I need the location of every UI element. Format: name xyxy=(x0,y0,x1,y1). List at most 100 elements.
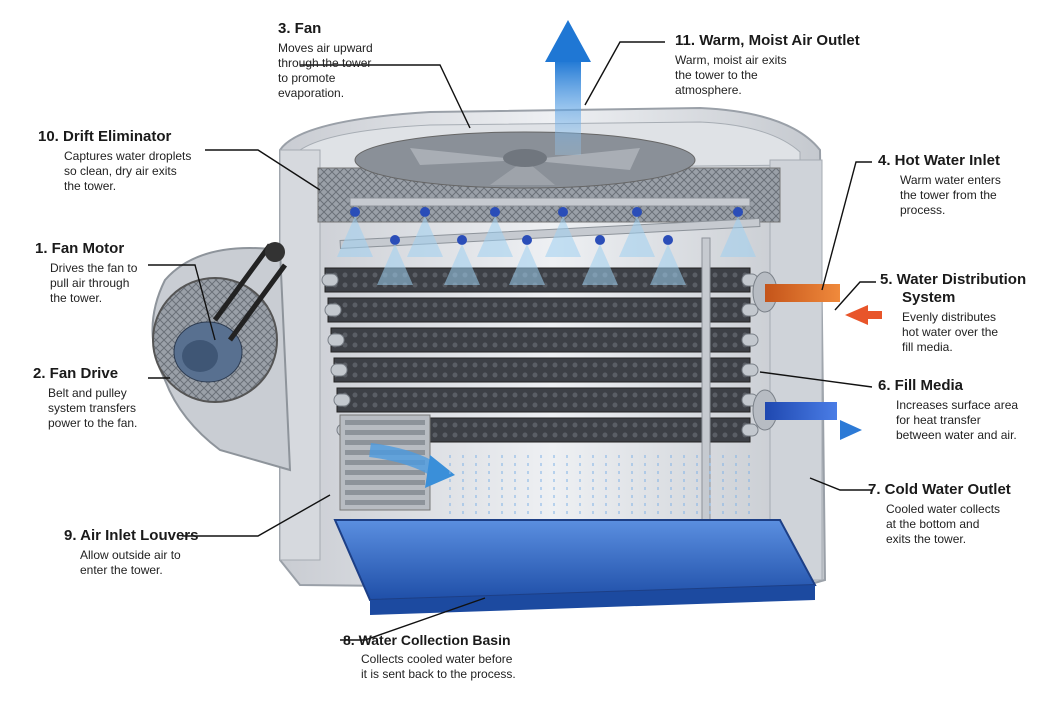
fill-tube-end xyxy=(327,333,345,347)
fill-tube-end xyxy=(321,273,339,287)
spray-nozzle-icon xyxy=(490,207,500,217)
spray-nozzle-icon xyxy=(558,207,568,217)
label-hotinlet-desc: Warm water enters the tower from the pro… xyxy=(878,173,1048,218)
spray-nozzle-icon xyxy=(632,207,642,217)
desc-line: exits the tower. xyxy=(886,532,967,546)
label-cold-water-outlet: 7. Cold Water Outlet Cooled water collec… xyxy=(868,481,1048,547)
water-spray-icon xyxy=(650,244,686,285)
desc-line: Captures water droplets xyxy=(64,149,192,163)
label-fan: 3. Fan Moves air upward through the towe… xyxy=(278,20,418,101)
louver-slat xyxy=(345,440,425,445)
label-air-outlet: 11. Warm, Moist Air Outlet Warm, moist a… xyxy=(675,32,885,98)
label-basin-title: 8. Water Collection Basin xyxy=(343,632,511,648)
label-drive-title: 2. Fan Drive xyxy=(33,365,119,382)
desc-line: process. xyxy=(900,203,946,217)
fill-layer xyxy=(336,387,751,413)
label-louvers-title: 9. Air Inlet Louvers xyxy=(64,527,199,544)
spray-nozzle-icon xyxy=(733,207,743,217)
spray-nozzle-icon xyxy=(420,207,430,217)
desc-line: the tower. xyxy=(64,179,117,193)
water-spray-icon xyxy=(545,216,581,257)
fill-layer xyxy=(330,327,751,353)
label-drift-desc: Captures water droplets so clean, dry ai… xyxy=(38,149,218,194)
water-spray-icon xyxy=(477,216,513,257)
desc-line: at the bottom and xyxy=(886,517,980,531)
water-spray-icon xyxy=(407,216,443,257)
label-air-inlet-louvers: 9. Air Inlet Louvers Allow outside air t… xyxy=(64,527,234,578)
spray-nozzle-icon xyxy=(457,235,467,245)
louver-slat xyxy=(345,420,425,425)
label-water-distribution: 5. Water Distribution System Evenly dist… xyxy=(880,271,1050,355)
desc-line: so clean, dry air exits xyxy=(64,164,177,178)
desc-line: the tower. xyxy=(50,291,103,305)
desc-line: through the tower xyxy=(278,56,372,70)
label-fan-drive: 2. Fan Drive Belt and pulley system tran… xyxy=(33,365,163,431)
label-fan-motor: 1. Fan Motor Drives the fan to pull air … xyxy=(35,240,165,306)
label-basin-desc: Collects cooled water before it is sent … xyxy=(343,652,573,682)
desc-line: fill media. xyxy=(902,340,953,354)
label-water-basin: 8. Water Collection Basin Collects coole… xyxy=(343,631,573,682)
label-coldoutlet-title: 7. Cold Water Outlet xyxy=(868,481,1011,498)
fan-drive-belt xyxy=(212,242,288,342)
air-outlet-arrow-icon xyxy=(545,20,591,155)
label-motor-desc: Drives the fan to pull air through the t… xyxy=(35,261,165,306)
desc-line: system transfers xyxy=(48,401,137,415)
desc-line: it is sent back to the process. xyxy=(361,667,516,681)
desc-line: Warm water enters xyxy=(900,173,1001,187)
leader-lines xyxy=(148,41,876,641)
fill-tube-end xyxy=(333,393,351,407)
spray-nozzle-icon xyxy=(390,235,400,245)
label-air-outlet-desc: Warm, moist air exits the tower to the a… xyxy=(675,53,885,98)
fill-tube-end xyxy=(324,303,342,317)
label-air-outlet-title: 11. Warm, Moist Air Outlet xyxy=(675,32,860,49)
spray-nozzle-icon xyxy=(595,235,605,245)
louver-slat xyxy=(345,430,425,435)
cold-water-outlet-pipe xyxy=(752,389,862,440)
label-coldoutlet-desc: Cooled water collects at the bottom and … xyxy=(868,502,1048,547)
air-inlet-louvers xyxy=(339,414,455,511)
water-spray-icon xyxy=(509,244,545,285)
water-collection-basin xyxy=(333,455,817,615)
louver-slat xyxy=(345,470,425,475)
desc-line: Belt and pulley xyxy=(48,386,127,400)
desc-line: power to the fan. xyxy=(48,416,138,430)
label-motor-title: 1. Fan Motor xyxy=(35,240,125,257)
spray-nozzle-icon xyxy=(522,235,532,245)
desc-line: evaporation. xyxy=(278,86,345,100)
fill-tube-end xyxy=(330,363,348,377)
water-spray-icon xyxy=(337,216,373,257)
water-spray-icon xyxy=(619,216,655,257)
desc-line: for heat transfer xyxy=(896,413,981,427)
water-spray-icon xyxy=(582,244,618,285)
fill-tube-end xyxy=(741,423,759,437)
water-distribution-pipes xyxy=(337,197,761,579)
fill-tube-end xyxy=(741,363,759,377)
label-drift-title: 10. Drift Eliminator xyxy=(38,128,172,145)
water-spray-icon xyxy=(444,244,480,285)
fill-layer xyxy=(333,357,751,383)
desc-line: Drives the fan to xyxy=(50,261,138,275)
fill-tube-end xyxy=(741,303,759,317)
water-spray-icon xyxy=(377,244,413,285)
label-fan-desc: Moves air upward through the tower to pr… xyxy=(278,41,418,101)
desc-line: Increases surface area xyxy=(896,398,1019,412)
label-louvers-desc: Allow outside air to enter the tower. xyxy=(64,548,234,578)
desc-line: Evenly distributes xyxy=(902,310,997,324)
label-drift-eliminator: 10. Drift Eliminator Captures water drop… xyxy=(38,128,218,194)
desc-line: Cooled water collects xyxy=(886,502,1001,516)
louver-slat xyxy=(345,480,425,485)
desc-line: Warm, moist air exits xyxy=(675,53,787,67)
label-drive-desc: Belt and pulley system transfers power t… xyxy=(33,386,163,431)
louver-slat xyxy=(345,460,425,465)
desc-line: to promote xyxy=(278,71,336,85)
label-hot-water-inlet: 4. Hot Water Inlet Warm water enters the… xyxy=(878,152,1048,218)
label-distribution-desc: Evenly distributes hot water over the fi… xyxy=(880,310,1050,355)
label-fan-title: 3. Fan xyxy=(278,20,322,37)
desc-line: Collects cooled water before xyxy=(361,652,513,666)
label-fill-desc: Increases surface area for heat transfer… xyxy=(878,398,1048,443)
water-spray-icon xyxy=(720,216,756,257)
spray-nozzle-icon xyxy=(350,207,360,217)
desc-line: hot water over the xyxy=(902,325,999,339)
